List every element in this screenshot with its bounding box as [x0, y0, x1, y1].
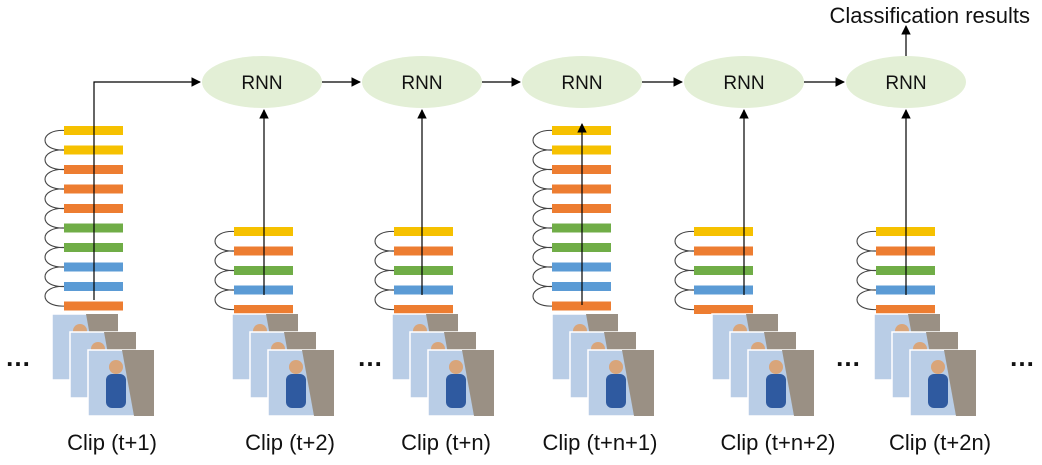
spring-loop	[856, 250, 879, 272]
video-frame	[267, 349, 335, 417]
rnn-node-label: RNN	[561, 73, 602, 94]
classification-results-label: Classification results	[829, 3, 1030, 28]
spring-loop	[44, 207, 67, 229]
clip-label: Clip (t+2)	[245, 430, 335, 455]
spring-loop	[532, 285, 555, 307]
spring-loop	[532, 246, 555, 268]
spring-loop	[44, 227, 67, 249]
spring-loop	[856, 269, 879, 291]
rnn-node	[846, 56, 966, 108]
frame-rock	[622, 350, 654, 416]
spring-loop	[674, 269, 697, 291]
spring-loop	[856, 230, 879, 252]
spring-loop	[532, 129, 555, 151]
spring-loop	[674, 250, 697, 272]
spring-loop	[532, 149, 555, 171]
frame-person-head	[609, 360, 623, 374]
spring-loop	[44, 168, 67, 190]
spring-loop	[532, 207, 555, 229]
feature-bar-orange	[876, 305, 935, 314]
rnn-node-label: RNN	[241, 73, 282, 94]
ellipsis-marker: …	[5, 342, 31, 372]
spring-loop	[44, 285, 67, 307]
spring-loop	[532, 266, 555, 288]
frame-rock	[944, 350, 976, 416]
feature-bar-yellow	[394, 227, 453, 236]
feature-bar-orange	[694, 305, 753, 314]
feature-bar-blue	[694, 285, 753, 295]
frame-rock	[462, 350, 494, 416]
spring-loop	[214, 230, 237, 252]
spring-loop	[44, 266, 67, 288]
frame-person-body	[446, 374, 466, 408]
clip-label: Clip (t+n+2)	[721, 430, 836, 455]
feature-bar-green	[694, 266, 753, 275]
spring-loop	[374, 230, 397, 252]
spring-loop	[44, 129, 67, 151]
spring-loop	[374, 289, 397, 311]
ellipsis-marker: …	[835, 342, 861, 372]
frame-person-head	[769, 360, 783, 374]
rnn-node	[362, 56, 482, 108]
ellipsis-marker: …	[357, 342, 383, 372]
spring-loop	[374, 269, 397, 291]
frame-person-body	[286, 374, 306, 408]
feature-bar-orange	[64, 301, 123, 311]
feature-bar-green	[394, 266, 453, 275]
feature-bar-orange	[694, 246, 753, 256]
spring-loop	[214, 250, 237, 272]
feature-bar-orange	[394, 305, 453, 314]
input-arrow-first	[93, 77, 201, 300]
spring-loop	[532, 168, 555, 190]
spring-loop	[214, 269, 237, 291]
frame-person-body	[766, 374, 786, 408]
rnn-node	[522, 56, 642, 108]
ellipsis-marker: …	[1009, 342, 1035, 372]
video-frame	[87, 349, 155, 417]
rnn-node	[684, 56, 804, 108]
frame-rock	[122, 350, 154, 416]
frame-person-head	[449, 360, 463, 374]
spring-loop	[374, 250, 397, 272]
spring-loop	[214, 289, 237, 311]
frame-rock	[782, 350, 814, 416]
spring-loop	[674, 289, 697, 311]
frame-rock	[302, 350, 334, 416]
video-frame	[427, 349, 495, 417]
frame-person-head	[109, 360, 123, 374]
feature-bar-orange	[234, 305, 293, 314]
clip-label: Clip (t+n)	[401, 430, 491, 455]
rnn-node	[202, 56, 322, 108]
feature-bar-orange	[552, 301, 611, 311]
feature-bar-yellow	[694, 227, 753, 236]
spring-loop	[44, 246, 67, 268]
spring-loop	[44, 149, 67, 171]
clip-label: Clip (t+n+1)	[543, 430, 658, 455]
video-frame	[909, 349, 977, 417]
frame-person-head	[289, 360, 303, 374]
feature-bar-orange	[394, 246, 453, 256]
frame-person-body	[606, 374, 626, 408]
rnn-node-label: RNN	[885, 73, 926, 94]
spring-loop	[44, 188, 67, 210]
video-frame	[747, 349, 815, 417]
clip-label: Clip (t+1)	[67, 430, 157, 455]
rnn-node-label: RNN	[723, 73, 764, 94]
frame-person-body	[928, 374, 948, 408]
spring-loop	[532, 227, 555, 249]
frame-person-body	[106, 374, 126, 408]
video-frame	[587, 349, 655, 417]
frame-person-head	[931, 360, 945, 374]
spring-loop	[532, 188, 555, 210]
feature-bar-blue	[394, 285, 453, 295]
rnn-node-label: RNN	[401, 73, 442, 94]
spring-loop	[674, 230, 697, 252]
clip-label: Clip (t+2n)	[889, 430, 991, 455]
spring-loop	[856, 289, 879, 311]
